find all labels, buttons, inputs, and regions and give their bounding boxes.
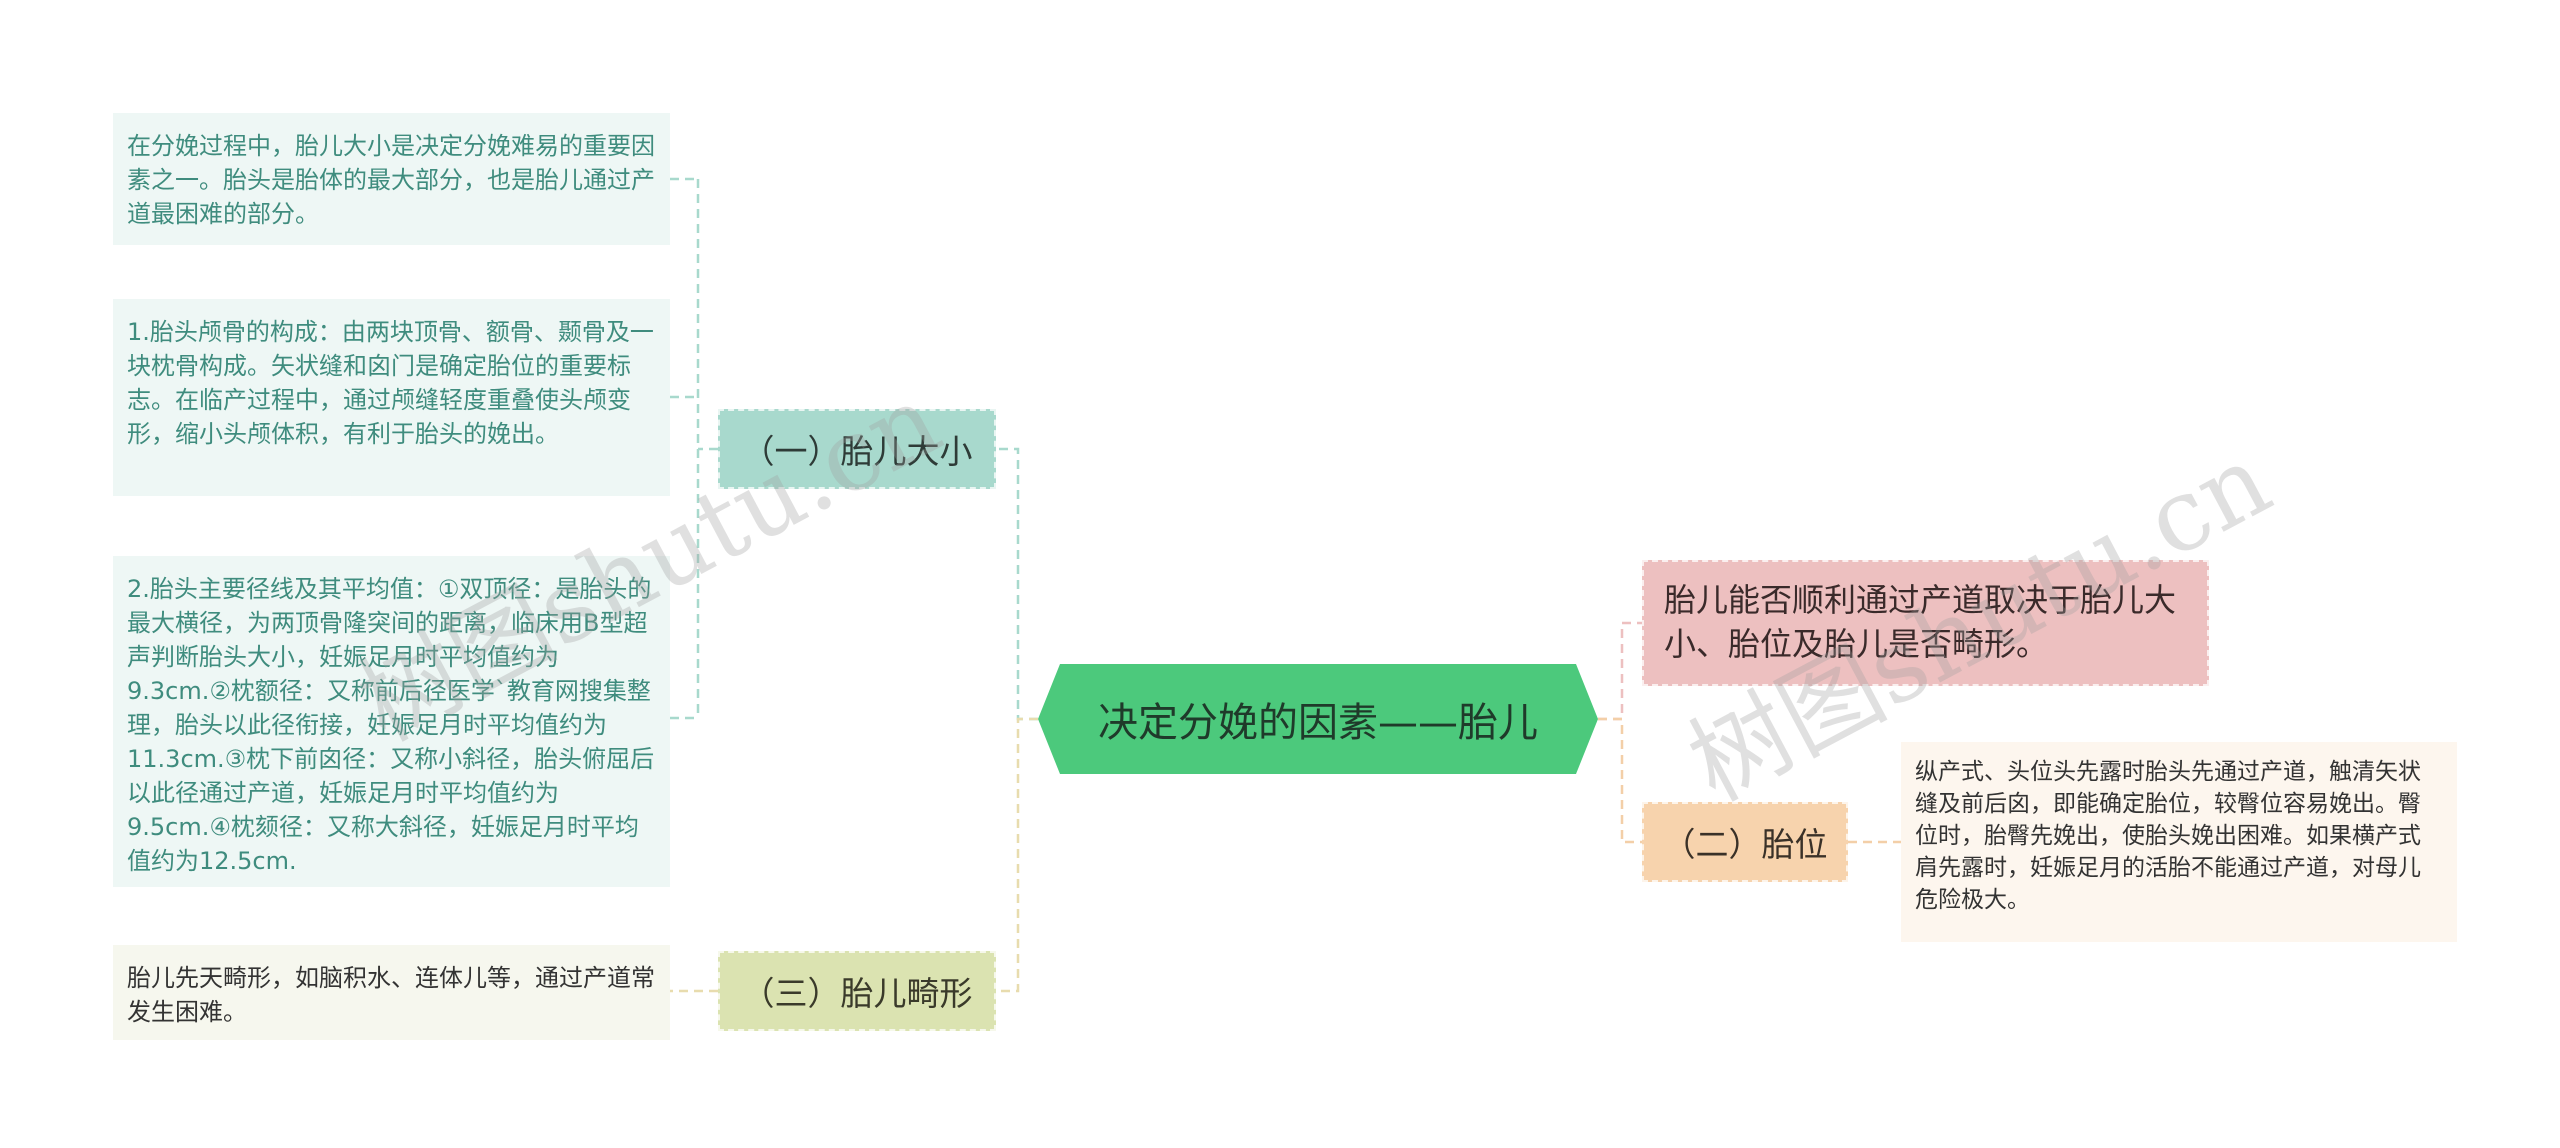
branch-fetal-position-label: （二）胎位 <box>1662 825 1828 864</box>
root-topic[interactable]: 决定分娩的因素——胎儿 <box>1038 664 1598 774</box>
leaf-position-detail[interactable]: 纵产式、头位头先露时胎头先通过产道，触清矢状缝及前后囟，即能确定胎位，较臀位容易… <box>1901 742 2457 942</box>
connector-root-position <box>1598 717 1642 844</box>
branch-fetal-size[interactable]: （一）胎儿大小 <box>718 409 996 489</box>
branch-summary-note[interactable]: 胎儿能否顺利通过产道取决于胎儿大小、胎位及胎儿是否畸形。 <box>1642 560 2209 686</box>
connector-root-size <box>996 447 1038 721</box>
branch-fetal-deformity-label: （三）胎儿畸形 <box>741 974 973 1013</box>
leaf-deformity-detail-text: 胎儿先天畸形，如脑积水、连体儿等，通过产道常发生困难。 <box>127 964 655 1026</box>
leaf-size-intro[interactable]: 在分娩过程中，胎儿大小是决定分娩难易的重要因素之一。胎头是胎体的最大部分，也是胎… <box>113 113 670 245</box>
leaf-head-diameters[interactable]: 2.胎头主要径线及其平均值：①双顶径：是胎头的最大横径，为两顶骨隆突间的距离，临… <box>113 556 670 887</box>
branch-summary-note-label: 胎儿能否顺利通过产道取决于胎儿大小、胎位及胎儿是否畸形。 <box>1664 581 2177 663</box>
leaf-position-detail-text: 纵产式、头位头先露时胎头先通过产道，触清矢状缝及前后囟，即能确定胎位，较臀位容易… <box>1915 759 2421 913</box>
root-topic-label: 决定分娩的因素——胎儿 <box>1098 700 1538 746</box>
connector-root-note <box>1598 621 1642 721</box>
leaf-deformity-detail[interactable]: 胎儿先天畸形，如脑积水、连体儿等，通过产道常发生困难。 <box>113 945 670 1040</box>
connector-size-leaves <box>670 177 718 720</box>
leaf-skull-structure[interactable]: 1.胎头颅骨的构成：由两块顶骨、额骨、颞骨及一块枕骨构成。矢状缝和囟门是确定胎位… <box>113 299 670 496</box>
branch-fetal-deformity[interactable]: （三）胎儿畸形 <box>718 951 996 1031</box>
leaf-head-diameters-text: 2.胎头主要径线及其平均值：①双顶径：是胎头的最大横径，为两顶骨隆突间的距离，临… <box>127 575 655 875</box>
leaf-skull-structure-text: 1.胎头颅骨的构成：由两块顶骨、额骨、颞骨及一块枕骨构成。矢状缝和囟门是确定胎位… <box>127 318 654 448</box>
branch-fetal-size-label: （一）胎儿大小 <box>741 432 973 471</box>
branch-fetal-position[interactable]: （二）胎位 <box>1642 802 1848 882</box>
root-hexagon-shape <box>1038 664 1598 774</box>
connector-root-deformity <box>996 717 1038 993</box>
leaf-size-intro-text: 在分娩过程中，胎儿大小是决定分娩难易的重要因素之一。胎头是胎体的最大部分，也是胎… <box>127 132 655 228</box>
